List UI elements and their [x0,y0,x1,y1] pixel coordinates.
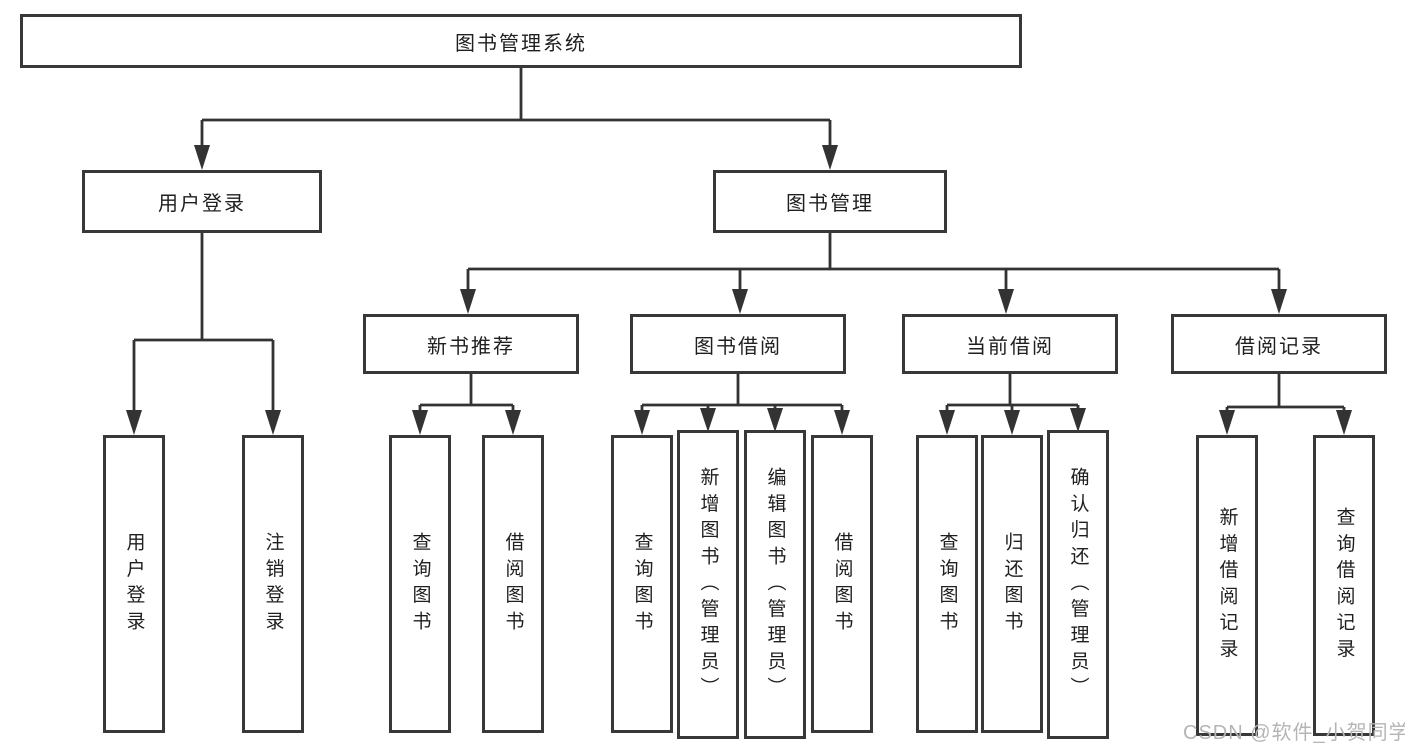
node-label: 归还图书 [1001,531,1023,637]
arrowhead [460,289,476,314]
arrowhead [634,410,650,435]
leaf-logout: 注销登录 [242,435,304,733]
leaf-edit-book-admin: 编辑图书（管理员） [744,430,806,739]
node-label: 查询借阅记录 [1333,506,1355,665]
arrowhead [700,408,716,432]
node-label: 新书推荐 [427,335,515,358]
node-label: 查询图书 [936,531,958,637]
node-label: 用户登录 [123,531,145,637]
node-label: 新增借阅记录 [1216,506,1238,665]
node-current-borrowing: 当前借阅 [902,314,1118,374]
leaf-borrow-books: 借阅图书 [811,435,873,733]
edges-borrowing-records [1219,374,1352,435]
node-label: 编辑图书（管理员） [764,466,786,703]
leaf-query-books-recommend: 查询图书 [389,435,451,733]
watermark-csdn: CSDN @软件_小贺同学 [1183,722,1405,744]
arrowhead [1271,289,1287,314]
node-label: 确认归还（管理员） [1067,466,1089,703]
node-label: 新增图书（管理员） [697,466,719,703]
arrowhead [767,408,783,432]
edges-book-management [460,233,1287,314]
edges-book-borrowing [634,374,850,435]
arrowhead [732,289,748,314]
node-label: 注销登录 [262,531,284,637]
arrowhead [194,145,210,170]
arrowhead [998,289,1014,314]
node-label: 借阅图书 [502,531,524,637]
leaf-query-borrow-record: 查询借阅记录 [1313,435,1375,736]
arrowhead [1004,410,1020,435]
leaf-add-borrow-record: 新增借阅记录 [1196,435,1258,736]
arrowhead [126,410,142,435]
arrowhead [834,410,850,435]
leaf-query-books-current: 查询图书 [916,435,978,733]
arrowhead [412,410,428,435]
leaf-query-books-borrow: 查询图书 [611,435,673,733]
arrowhead [1219,410,1235,435]
edges-user-login [126,233,281,435]
node-new-book-recommendation: 新书推荐 [363,314,579,374]
leaf-confirm-return-admin: 确认归还（管理员） [1047,430,1109,739]
arrowhead [1070,408,1086,432]
node-library-management-system: 图书管理系统 [20,14,1022,68]
node-label: 查询图书 [631,531,653,637]
edges-new-book-recommendation [412,374,521,435]
arrowhead [265,410,281,435]
leaf-add-book-admin: 新增图书（管理员） [677,430,739,739]
node-label: 用户登录 [158,193,246,215]
edges-current-borrowing [939,374,1086,435]
node-borrowing-records: 借阅记录 [1171,314,1387,374]
node-book-borrowing: 图书借阅 [630,314,846,374]
node-book-management: 图书管理 [713,170,947,233]
node-label: 查询图书 [409,531,431,637]
node-label: 借阅图书 [831,531,853,637]
edges-root [194,68,838,170]
node-label: 图书借阅 [694,335,782,358]
node-user-login: 用户登录 [82,170,322,233]
arrowhead [505,410,521,435]
node-label: 图书管理系统 [455,32,587,55]
node-label: 当前借阅 [966,335,1054,358]
node-label: 借阅记录 [1235,335,1323,358]
arrowhead [1336,410,1352,435]
arrowhead [822,145,838,170]
node-label: 图书管理 [786,193,874,215]
leaf-borrow-books-recommend: 借阅图书 [482,435,544,733]
leaf-user-login: 用户登录 [103,435,165,733]
arrowhead [939,410,955,435]
leaf-return-books: 归还图书 [981,435,1043,733]
